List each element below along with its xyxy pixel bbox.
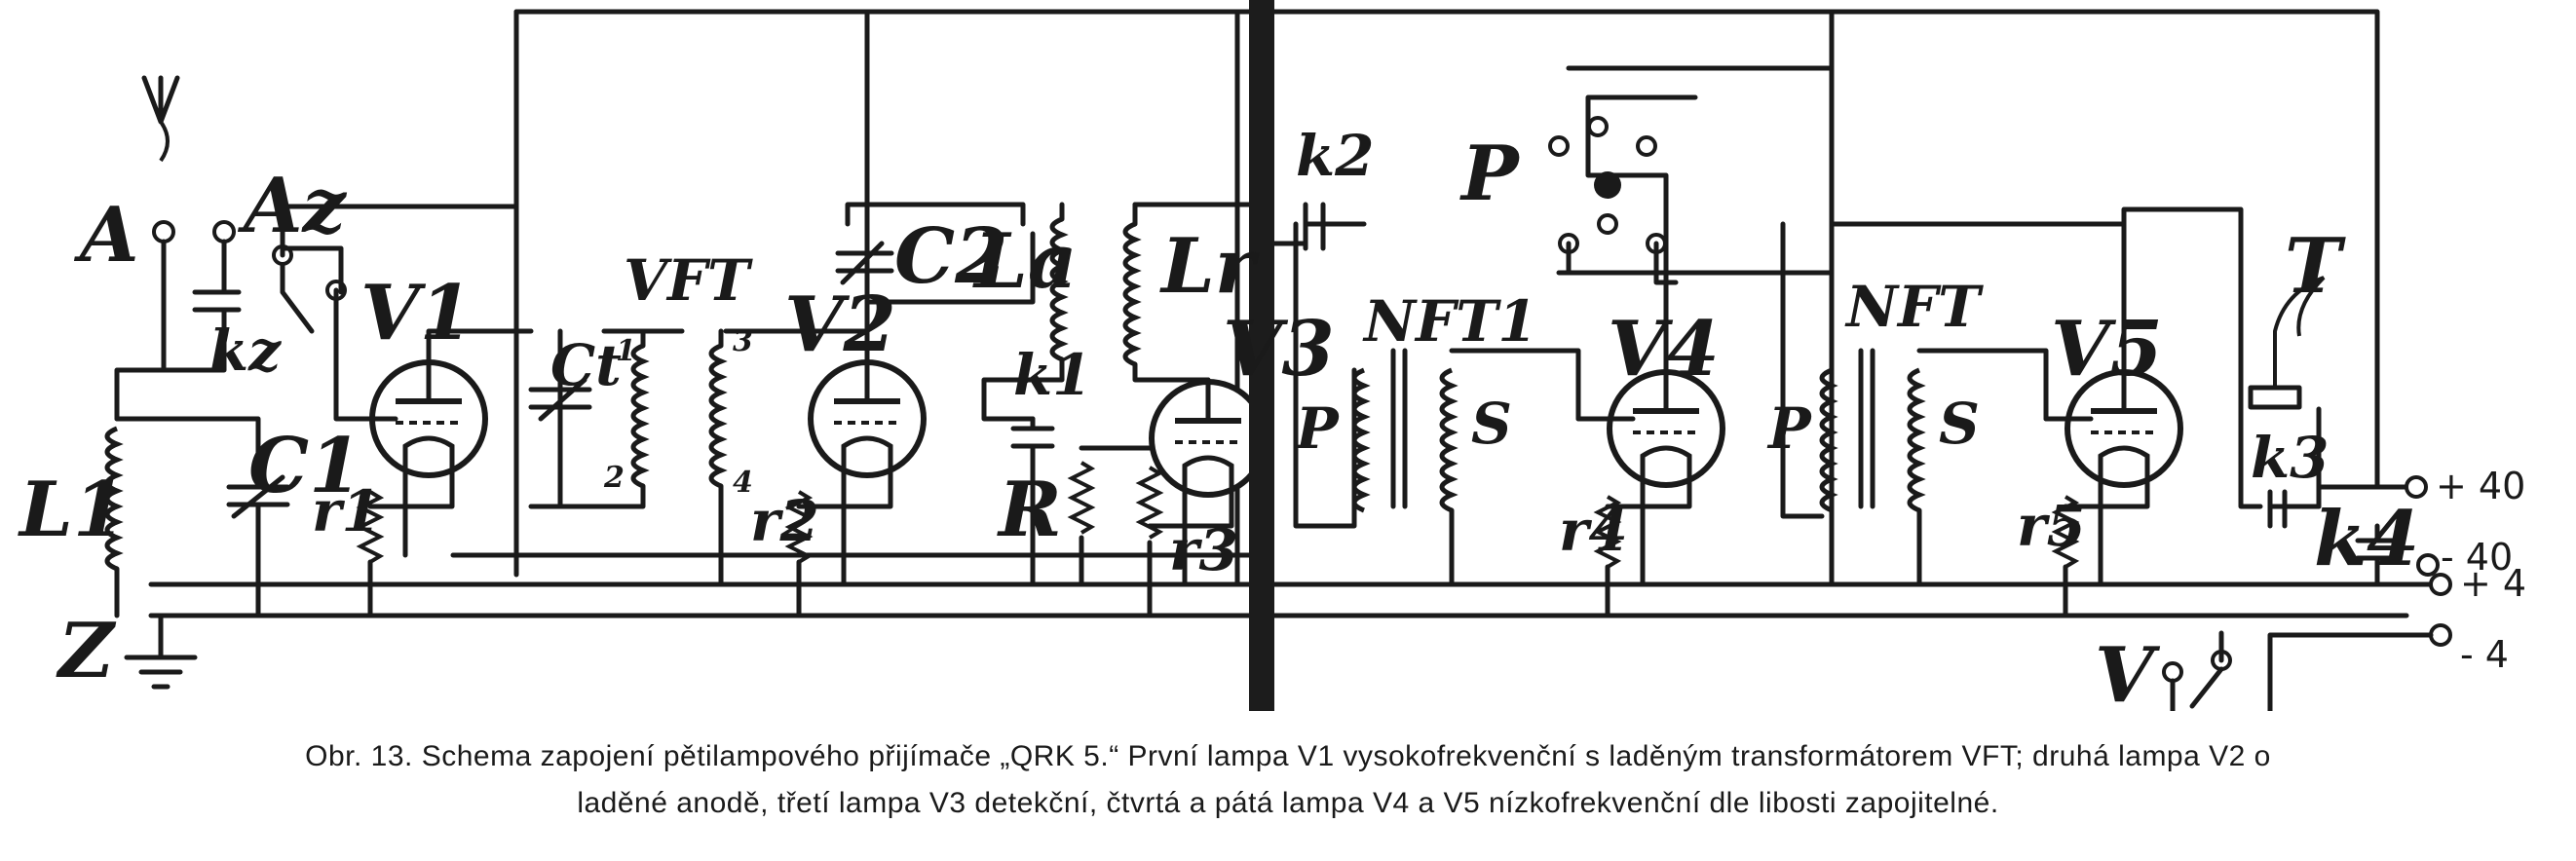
antenna-z-terminal[interactable] [212,220,236,243]
label-cap-ct: Ct [550,332,622,398]
output-terminals [2162,475,2452,711]
terminal-plus-40[interactable] [2405,475,2428,499]
label-nft1-s: S [1471,391,1512,457]
page-fold [1249,0,1274,711]
terminal-minus-40[interactable] [2416,553,2440,577]
label-terminal-minus-40: - 40 [2441,536,2513,579]
label-tube-v1: V1 [360,269,473,357]
label-vft-pin-1: 1 [616,334,636,368]
label-res-r5: r5 [2017,493,2086,559]
antenna-section [107,75,519,690]
label-antenna-z: Az [237,162,348,250]
label-ground: Z [56,607,117,695]
label-cap-kz: kz [209,318,282,384]
switch-v-contact-a[interactable] [2162,661,2183,683]
label-cap-k4: k4 [2314,495,2419,583]
label-terminal-plus-4: + 4 [2460,562,2526,605]
stage-v2 [723,202,1065,618]
label-vft-pin-3: 3 [733,324,753,358]
label-cap-k2: k2 [1296,123,1375,189]
label-cap-k3: k3 [2251,425,2330,491]
label-res-r: R [997,466,1062,554]
label-vft-pin-4: 4 [733,466,753,500]
label-cap-c2: C2 [894,212,1007,301]
label-terminal-plus-40: + 40 [2436,465,2525,507]
caption-line-1: Obr. 13. Schema zapojení pětilampového p… [305,740,2271,772]
label-res-r3: r3 [1169,517,1238,583]
label-switch-v: V [2095,631,2161,711]
label-nft1-p: P [1294,395,1340,462]
label-nft-s: S [1939,391,1980,457]
label-phones-t: T [2285,222,2346,311]
label-res-r4: r4 [1559,498,1628,564]
label-nft-p: P [1766,395,1812,462]
caption-line-2: laděné anodě, třetí lampa V3 detekční, č… [577,787,1999,819]
stage-v4 [1293,65,1835,618]
label-nft1: NFT1 [1362,288,1537,355]
label-res-r1: r1 [312,478,381,544]
label-nft: NFT [1844,274,1984,340]
tube-v3 [1152,382,1265,495]
terminal-plus-4[interactable] [2429,573,2452,596]
stage-v1 [333,287,724,618]
stage-v5 [1780,206,2409,618]
label-terminal-minus-4: - 4 [2460,633,2509,676]
label-coil-l1: L1 [18,466,126,554]
terminal-minus-4[interactable] [2429,623,2452,647]
tube-v2 [811,362,924,475]
circuit-schematic: A Az Z L1 C1 kz r1 V1 Ct VFT 1 2 3 4 V2 … [18,0,2526,711]
schematic-labels: A Az Z L1 C1 kz r1 V1 Ct VFT 1 2 3 4 V2 … [18,123,2526,711]
label-tube-v4: V4 [1608,305,1720,393]
label-tube-v5: V5 [2051,305,2163,393]
label-antenna: A [73,191,139,280]
label-vft-pin-2: 2 [603,461,625,495]
rail-lines [148,9,2443,618]
label-switch-p: P [1459,130,1521,218]
label-tube-v2: V2 [784,281,896,369]
antenna-terminal[interactable] [152,220,175,243]
label-cap-c1: C1 [248,422,361,510]
label-cap-k1: k1 [1013,342,1092,408]
label-tube-v3: V3 [1223,305,1335,393]
switch-p-pivot[interactable] [1594,171,1621,199]
label-vft: VFT [624,247,753,314]
label-coil-lr: Lr [1159,222,1260,311]
label-res-r2: r2 [750,488,819,554]
label-coil-la: La [972,217,1077,306]
